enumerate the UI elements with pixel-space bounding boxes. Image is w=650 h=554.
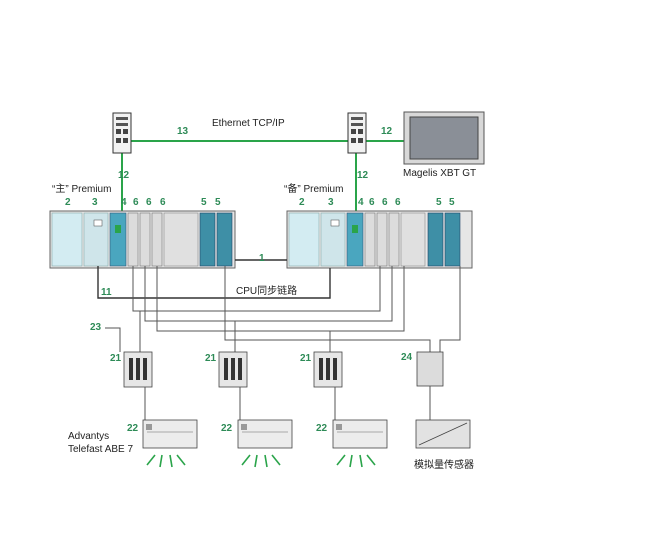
hmi-label: Magelis XBT GT <box>403 168 477 179</box>
main-module-number: 2 <box>65 197 71 208</box>
plc-rack-main <box>49 210 236 269</box>
analog-sensor-label: 模拟量传感器 <box>414 460 474 471</box>
io-submodule-number: 21 <box>110 353 122 364</box>
main-module-number: 6 <box>133 197 139 208</box>
main-module-number: 6 <box>146 197 152 208</box>
ethernet-switch-main <box>112 112 132 154</box>
plc-rack-backup <box>286 210 473 269</box>
terminal-caption-line: Advantys <box>68 431 110 442</box>
io-submodule-number: 21 <box>205 353 217 364</box>
backup-module-number: 2 <box>299 197 305 208</box>
main-module-number: 5 <box>201 197 207 208</box>
hmi-link-number: 12 <box>381 126 393 137</box>
backup-plc-label: “备” Premium <box>284 184 344 195</box>
main-module-number: 4 <box>121 197 127 208</box>
io-submodule-3 <box>313 351 343 388</box>
terminal-number: 22 <box>221 423 233 434</box>
io-submodule-number: 21 <box>300 353 312 364</box>
backup-module-number: 6 <box>382 197 388 208</box>
backup-module-number: 4 <box>358 197 364 208</box>
terminal-cables <box>144 387 336 420</box>
terminal-number: 22 <box>316 423 328 434</box>
backup-module-number: 6 <box>369 197 375 208</box>
cable-11 <box>97 266 331 299</box>
backup-module-number: 5 <box>449 197 455 208</box>
telefast-terminal-2 <box>237 419 293 449</box>
field-wires <box>146 454 376 468</box>
sync-link-label: CPU同步链路 <box>236 286 298 297</box>
main-module-number: 5 <box>215 197 221 208</box>
cable-23-number: 23 <box>90 322 102 333</box>
io-submodule-1 <box>123 351 153 388</box>
backup-module-number: 5 <box>436 197 442 208</box>
magelis-hmi <box>403 111 485 165</box>
ethernet-link-number: 13 <box>177 126 189 137</box>
io-bus-cables <box>105 266 461 356</box>
analog-module-number: 24 <box>401 352 413 363</box>
telefast-terminal-3 <box>332 419 388 449</box>
ethernet-label: Ethernet TCP/IP <box>212 118 285 129</box>
terminal-caption-line: Telefast ABE 7 <box>68 444 134 455</box>
telefast-terminal-1 <box>142 419 198 449</box>
analog-module <box>416 351 444 387</box>
analog-sensor <box>415 419 471 449</box>
ethernet-switch-backup <box>347 112 367 154</box>
backup-module-number: 6 <box>395 197 401 208</box>
backup-module-number: 3 <box>328 197 334 208</box>
main-module-number: 6 <box>160 197 166 208</box>
main-plc-label: “主” Premium <box>52 184 112 195</box>
backup-cable-number: 12 <box>357 170 369 181</box>
terminal-number: 22 <box>127 423 139 434</box>
sync-link-number: 1 <box>259 253 265 264</box>
io-submodule-2 <box>218 351 248 388</box>
main-cable-number: 12 <box>118 170 130 181</box>
cable-11-number: 11 <box>101 287 112 298</box>
terminal-caption: Advantys Telefast ABE 7 <box>68 430 133 456</box>
main-module-number: 3 <box>92 197 98 208</box>
